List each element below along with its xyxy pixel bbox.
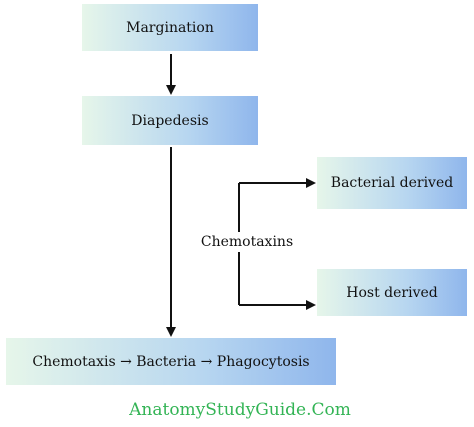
chemotaxins-label: Chemotaxins <box>195 232 299 252</box>
chemotaxis-chain-label: Chemotaxis → Bacteria → Phagocytosis <box>32 353 310 370</box>
margination-label: Margination <box>126 19 214 36</box>
watermark-text: AnatomyStudyGuide.Com <box>129 400 351 420</box>
bacterial-derived-label: Bacterial derived <box>330 175 454 191</box>
diapedesis-box: Diapedesis <box>82 96 258 145</box>
chemotaxis-chain-box: Chemotaxis → Bacteria → Phagocytosis <box>6 338 336 385</box>
diapedesis-label: Diapedesis <box>131 112 209 129</box>
bacterial-derived-box: Bacterial derived <box>317 157 467 209</box>
host-derived-label: Host derived <box>346 284 438 301</box>
host-derived-box: Host derived <box>317 269 467 316</box>
margination-box: Margination <box>82 4 258 51</box>
